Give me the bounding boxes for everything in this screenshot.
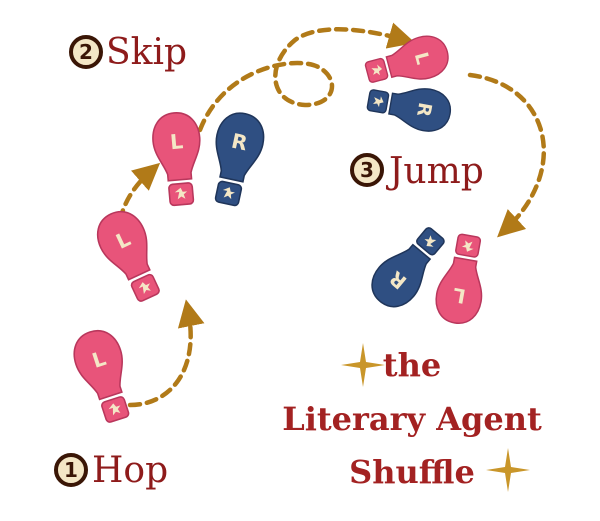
step-number: 1 <box>64 458 78 482</box>
travel-path <box>117 22 547 408</box>
step-label-skip: 2 Skip <box>69 32 187 73</box>
footprint-icon: R <box>202 108 270 210</box>
footprint-letter-left: L <box>169 129 184 154</box>
step-name: Hop <box>92 450 168 491</box>
title-line-1: the <box>383 346 441 384</box>
footprint-letter-left: L <box>451 283 467 308</box>
footprint-icon: L <box>361 30 454 94</box>
title-line-3: Shuffle <box>349 453 475 491</box>
dotted-arrow-icon <box>467 72 547 238</box>
footprint-letter-right: R <box>229 129 250 156</box>
footprint-icon: R <box>364 78 455 136</box>
title-block: the Literary Agent Shuffle <box>282 346 542 491</box>
step-label-hop: 1 Hop <box>54 450 168 491</box>
step-number: 3 <box>360 158 374 182</box>
footprint-icon: L <box>431 231 493 328</box>
step-badge <box>69 35 103 69</box>
footprint-icon: L <box>88 203 172 309</box>
step-number: 2 <box>79 40 93 64</box>
footprint-icon: L <box>149 110 207 208</box>
sparkle-icon <box>486 448 530 492</box>
step-badge <box>350 153 384 187</box>
footprint-letter-right: R <box>412 101 435 118</box>
sparkle-icon <box>341 343 385 387</box>
dotted-arrow-icon <box>127 299 205 408</box>
dotted-arrow-icon <box>197 22 416 133</box>
footprint-icon: L <box>66 323 142 428</box>
step-badge <box>54 453 88 487</box>
footprints: L L L R L R <box>66 30 493 428</box>
step-name: Jump <box>385 151 484 192</box>
title-line-2: Literary Agent <box>282 400 542 438</box>
step-label-jump: 3 Jump <box>350 151 484 192</box>
footprint-icon: R <box>362 218 455 317</box>
step-name: Skip <box>106 32 187 73</box>
